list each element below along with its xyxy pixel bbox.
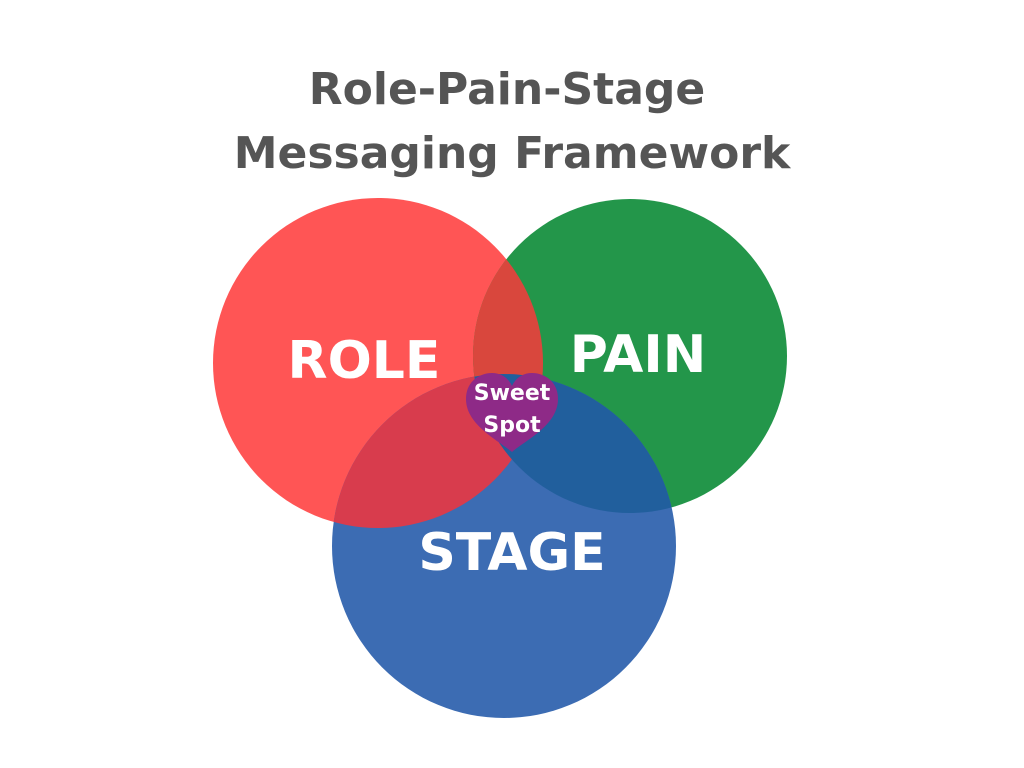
sweet-spot-label-line-2: Spot — [483, 413, 541, 438]
pain-stage-overlap — [473, 374, 676, 513]
role-stage-overlap — [332, 374, 543, 528]
pain-label: PAIN — [570, 325, 706, 385]
heart-icon — [466, 373, 558, 452]
sweet-spot-label-line-1: Sweet — [474, 381, 551, 406]
diagram-title-line-2: Messaging Framework — [234, 128, 792, 179]
stage-label: STAGE — [418, 523, 605, 583]
diagram-title-line-1: Role-Pain-Stage — [309, 64, 705, 115]
role-label: ROLE — [288, 331, 441, 391]
